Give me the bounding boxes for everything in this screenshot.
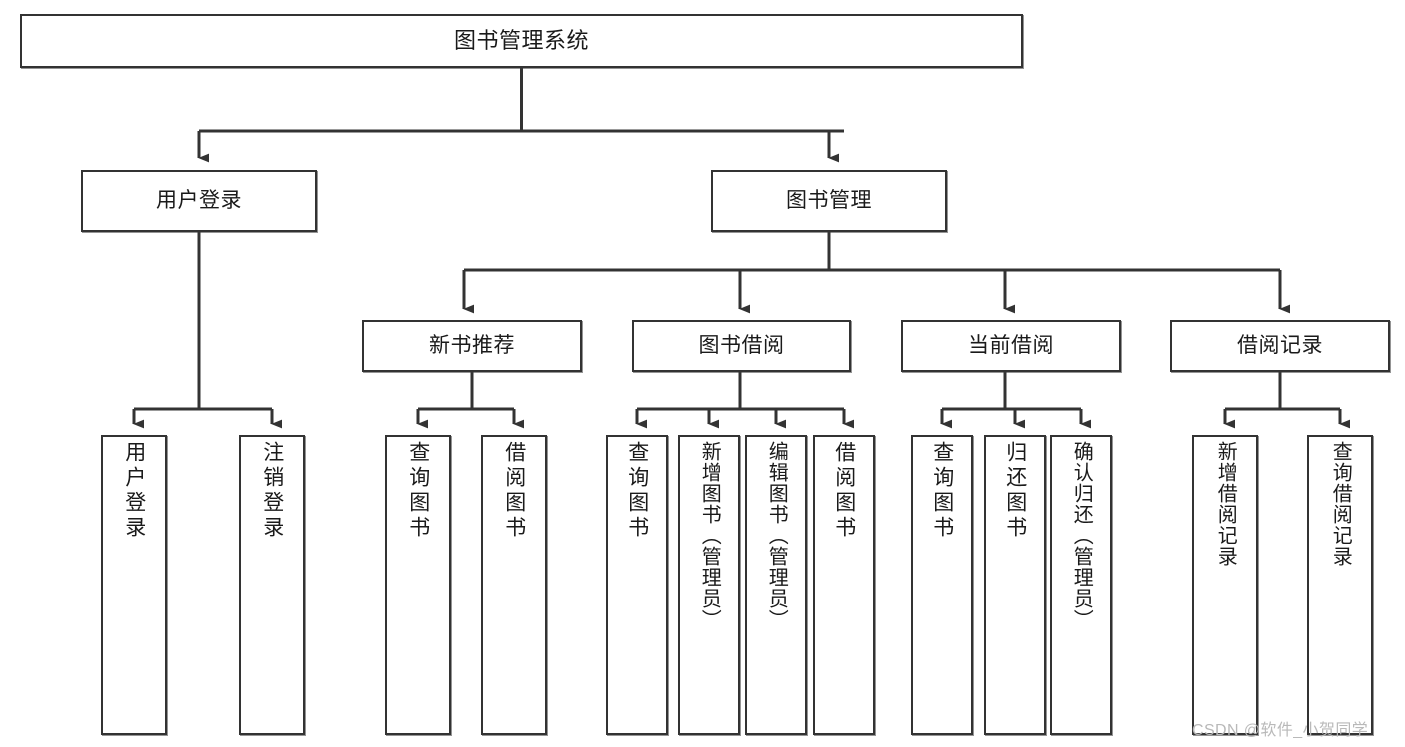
node-book-manage[interactable]: 图书管理 xyxy=(711,170,947,232)
leaf-edit-book[interactable]: 编辑图书（管理员） xyxy=(745,435,807,735)
leaf-add-book[interactable]: 新增图书（管理员） xyxy=(678,435,740,735)
node-new-book-recommend[interactable]: 新书推荐 xyxy=(362,320,582,372)
node-label: 借阅图书 xyxy=(832,441,856,541)
node-label: 借阅图书 xyxy=(502,441,526,541)
node-label: 查询借阅记录 xyxy=(1329,441,1352,567)
csdn-watermark: CSDN @软件_小贺同学 xyxy=(1192,722,1369,739)
node-borrow-record[interactable]: 借阅记录 xyxy=(1170,320,1390,372)
leaf-query-book-1[interactable]: 查询图书 xyxy=(385,435,451,735)
node-label: 借阅记录 xyxy=(1237,333,1323,357)
node-book-borrow[interactable]: 图书借阅 xyxy=(632,320,851,372)
leaf-confirm-return[interactable]: 确认归还（管理员） xyxy=(1050,435,1112,735)
node-label: 当前借阅 xyxy=(968,333,1054,357)
node-label: 查询图书 xyxy=(406,441,430,541)
leaf-user-logout[interactable]: 注销登录 xyxy=(239,435,305,735)
node-label: 图书管理系统 xyxy=(453,28,589,54)
node-label: 新书推荐 xyxy=(429,333,515,357)
node-label: 新增借阅记录 xyxy=(1214,441,1237,567)
leaf-borrow-book-1[interactable]: 借阅图书 xyxy=(481,435,547,735)
node-label: 查询图书 xyxy=(625,441,649,541)
node-user-login[interactable]: 用户登录 xyxy=(81,170,317,232)
node-label: 归还图书 xyxy=(1003,441,1027,541)
leaf-borrow-book-2[interactable]: 借阅图书 xyxy=(813,435,875,735)
node-label: 查询图书 xyxy=(930,441,954,541)
node-label: 编辑图书（管理员） xyxy=(765,441,788,630)
leaf-query-book-3[interactable]: 查询图书 xyxy=(911,435,973,735)
leaf-return-book[interactable]: 归还图书 xyxy=(984,435,1046,735)
node-label: 用户登录 xyxy=(156,188,242,212)
node-label: 新增图书（管理员） xyxy=(698,441,721,630)
node-label: 注销登录 xyxy=(260,441,284,541)
node-label: 图书借阅 xyxy=(698,333,785,357)
leaf-query-book-2[interactable]: 查询图书 xyxy=(606,435,668,735)
leaf-user-login[interactable]: 用户登录 xyxy=(101,435,167,735)
node-label: 图书管理 xyxy=(786,188,872,212)
node-label: 确认归还（管理员） xyxy=(1070,441,1093,630)
node-current-borrow[interactable]: 当前借阅 xyxy=(901,320,1121,372)
node-root-system[interactable]: 图书管理系统 xyxy=(20,14,1023,68)
leaf-add-borrow-record[interactable]: 新增借阅记录 xyxy=(1192,435,1258,735)
leaf-query-borrow-record[interactable]: 查询借阅记录 xyxy=(1307,435,1373,735)
node-label: 用户登录 xyxy=(122,441,146,541)
